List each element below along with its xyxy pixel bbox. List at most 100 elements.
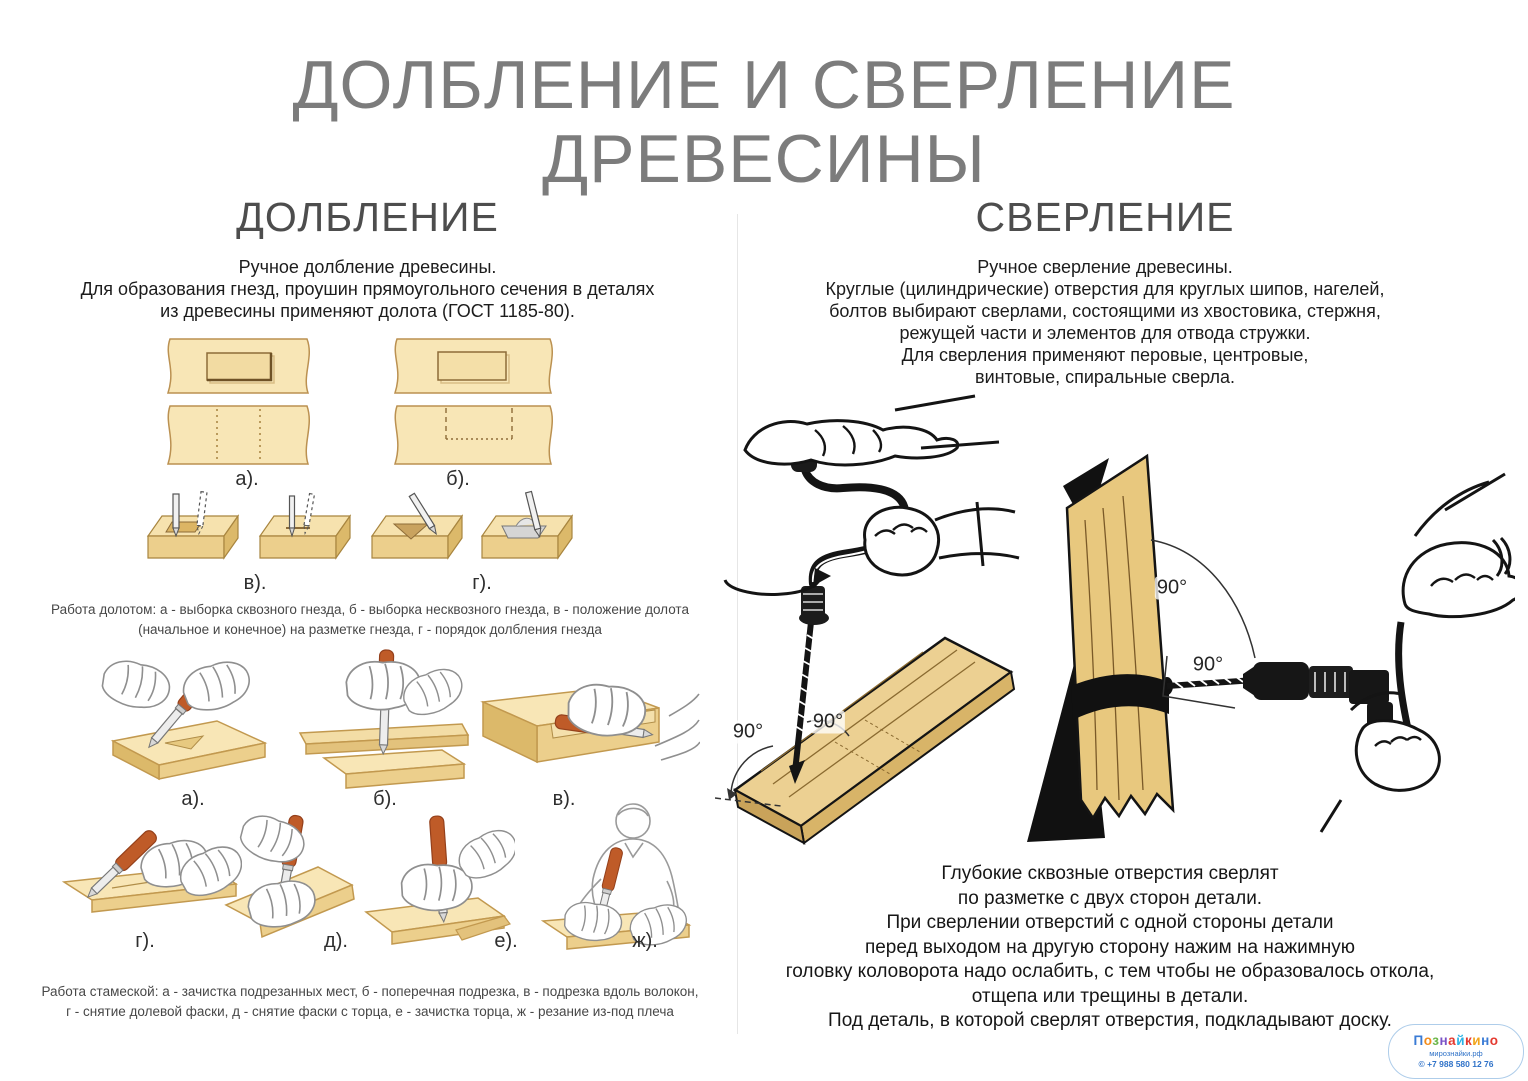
note-line: отщепа или трещины в детали. (971, 985, 1249, 1007)
wood-block (370, 514, 464, 560)
hand-sketch (239, 815, 305, 863)
figure-label-v1: в). (243, 572, 267, 594)
figure-hands-a (101, 660, 268, 781)
caption-line: Работа долотом: а - выборка сквозного гн… (51, 602, 689, 617)
right-intro-line: Круглые (цилиндрические) отверстия для к… (825, 279, 1385, 299)
figure-label-b1: б). (446, 468, 470, 490)
hand-sketch (567, 683, 647, 737)
caption-stameska-work: Работа стамеской: а - зачистка подрезанн… (40, 982, 700, 1021)
logo-brand-text: Познайкино (1413, 1033, 1499, 1048)
hand-sketch (629, 904, 687, 946)
figure-hands-b (298, 649, 470, 789)
note-line: Под деталь, в которой сверлят отверстия,… (828, 1010, 1392, 1031)
figure-hands-g (61, 830, 242, 913)
sleeve-sketch (934, 501, 1020, 567)
right-intro-line: Ручное сверление древесины. (977, 257, 1233, 277)
logo-site-text: мирознайки.рф (1429, 1049, 1483, 1058)
figure-hands-d (224, 814, 355, 939)
wood-block (258, 514, 352, 560)
figure-chisel-positions (146, 490, 574, 560)
chisel-dashed (196, 490, 208, 536)
figure-drilling-illustration (715, 394, 1515, 845)
caption-chisel-work: Работа долотом: а - выборка сквозного гн… (40, 600, 700, 639)
figure-label-a1: а). (235, 468, 259, 490)
left-intro-line: Для образования гнезд, проушин прямоугол… (80, 279, 655, 299)
note-line: по разметке с двух сторон детали. (957, 887, 1263, 909)
chisel-solid (172, 493, 180, 538)
figure-mortise-blind (393, 338, 554, 465)
note-line: При сверлении отверстий с одной стороны … (886, 912, 1334, 933)
wood-block (480, 514, 574, 560)
figure-label-a2: а). (181, 788, 205, 810)
caption-line: Работа стамеской: а - зачистка подрезанн… (41, 984, 699, 999)
note-line: Глубокие сквозные отверстия сверлят (941, 863, 1279, 884)
angle-label: 90° (730, 720, 766, 744)
poster-title-line1: ДОЛБЛЕНИЕ И СВЕРЛЕНИЕ (292, 47, 1236, 123)
drill-clamped-board-scene (1027, 453, 1515, 842)
chisel (86, 830, 157, 899)
right-section-header: СВЕРЛЕНИЕ (975, 194, 1235, 240)
hand-sketch (101, 660, 171, 708)
figure-label-d2: д). (324, 930, 348, 952)
figure-label-zh2: ж). (632, 930, 658, 952)
left-intro-line: из древесины применяют долота (ГОСТ 1185… (160, 301, 575, 321)
hand-sketch (403, 668, 463, 716)
wood-block (146, 514, 240, 560)
publisher-logo: Познайкино мирознайки.рф © +7 988 580 12… (1388, 1024, 1524, 1079)
right-intro-line: Для сверления применяют перовые, центров… (901, 345, 1309, 365)
sleeve-sketch (1413, 472, 1512, 577)
hand-sketch (345, 661, 421, 711)
hand-on-crank-bottom (1354, 719, 1441, 792)
chisel-tilted (408, 492, 437, 536)
left-intro: Ручное долбление древесины. Для образова… (40, 256, 695, 322)
caption-line: г - снятие долевой фаски, д - снятие фас… (66, 1003, 674, 1019)
hand-sketch (179, 846, 242, 897)
hand-pressing-knob (743, 419, 960, 467)
left-section-header: ДОЛБЛЕНИЕ (236, 194, 499, 240)
hand-on-crank-top (1401, 541, 1515, 619)
person-head (615, 803, 651, 839)
sleeve-sketch (894, 394, 1000, 450)
logo-phone-text: © +7 988 580 12 76 (1418, 1059, 1494, 1069)
note-line: перед выходом на другую сторону нажим на… (864, 936, 1356, 958)
right-intro-line: режущей части и элементов для отвода стр… (899, 323, 1311, 343)
figure-label-g2: г). (135, 930, 155, 952)
note-line: головку коловорота надо ослабить, с тем … (785, 961, 1435, 982)
chisel-solid (288, 495, 296, 538)
hand-sketch (400, 863, 473, 912)
hand-sketch (458, 829, 515, 879)
drill-gear-housing (1309, 666, 1353, 698)
figure-label-b2: б). (373, 788, 397, 810)
drill-chuck (1253, 662, 1309, 700)
column-divider (737, 214, 738, 1034)
hand-sketch (563, 901, 623, 942)
arm-sketch (654, 693, 700, 761)
clamped-board (1065, 453, 1175, 821)
figure-label-v2: в). (552, 788, 576, 810)
wood-grain (1084, 495, 1144, 801)
right-intro: Ручное сверление древесины. Круглые (цил… (765, 256, 1445, 388)
poster-title: ДОЛБЛЕНИЕ И СВЕРЛЕНИЕ ДРЕВЕСИНЫ (0, 48, 1528, 196)
hand-gripping-crank (863, 505, 940, 577)
figure-label-g1: г). (472, 572, 492, 594)
left-intro-line: Ручное долбление древесины. (238, 257, 497, 277)
brace-drilling-scene (715, 394, 1020, 845)
poster-title-line2: ДРЕВЕСИНЫ (542, 121, 986, 197)
right-intro-line: винтовые, спиральные сверла. (975, 367, 1235, 387)
right-intro-line: болтов выбирают сверлами, состоящими из … (829, 301, 1381, 321)
hand-sketch (182, 661, 250, 711)
sleeve-sketch (1319, 691, 1402, 833)
figure-label-e2: е). (494, 930, 518, 952)
figure-hands-v (480, 683, 700, 764)
figure-hands-zh (540, 803, 692, 950)
angle-label: 90° (810, 710, 846, 734)
chisel-tilted (524, 490, 542, 539)
angle-label: 90° (1154, 576, 1190, 600)
hand-sketch (247, 880, 316, 928)
caption-line: (начальное и конечное) на разметке гнезд… (138, 621, 602, 637)
angle-label: 90° (1190, 653, 1226, 677)
chisel-dashed (303, 492, 316, 536)
figure-hands-e (364, 815, 515, 945)
drill-bit (792, 621, 814, 773)
